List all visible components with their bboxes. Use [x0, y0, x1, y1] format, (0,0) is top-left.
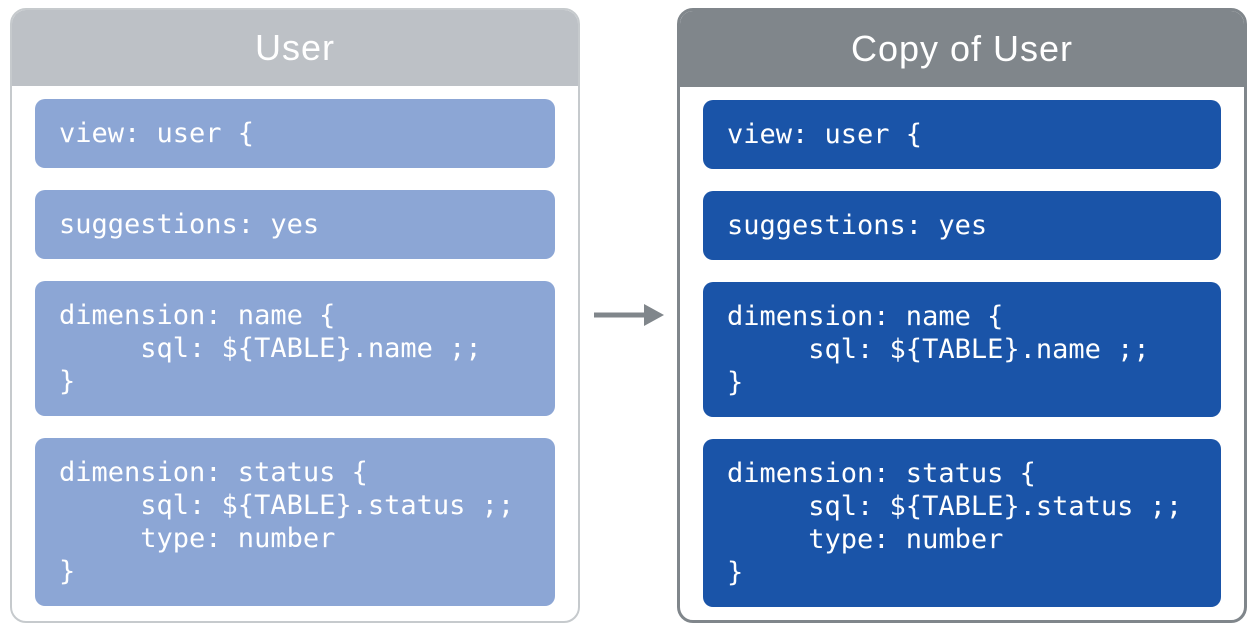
panel-copy-of-user-header: Copy of User [680, 11, 1244, 87]
panel-body: view: user { suggestions: yes dimension: n… [680, 87, 1244, 620]
code-block-dimension-name: dimension: name { sql: ${TABLE}.name ;; … [35, 281, 555, 416]
panel-user: User view: user { suggestions: yes dimensi… [10, 8, 580, 623]
code-block-view: view: user { [703, 100, 1221, 169]
panel-user-header: User [12, 10, 578, 86]
code-block-suggestions: suggestions: yes [35, 190, 555, 259]
copy-arrow [593, 302, 665, 328]
panel-copy-of-user: Copy of User view: user { suggestions: ye… [677, 8, 1247, 623]
code-block-suggestions: suggestions: yes [703, 191, 1221, 260]
code-block-dimension-status: dimension: status { sql: ${TABLE}.status… [35, 438, 555, 606]
panel-user-title: User [254, 27, 335, 68]
code-block-dimension-status: dimension: status { sql: ${TABLE}.status… [703, 439, 1221, 607]
code-block-view: view: user { [35, 99, 555, 168]
panel-copy-of-user-title: Copy of User [850, 28, 1074, 69]
code-block-dimension-name: dimension: name { sql: ${TABLE}.name ;; … [703, 282, 1221, 417]
panel-body: view: user { suggestions: yes dimension: n… [12, 86, 578, 621]
right-arrow-icon [594, 304, 664, 326]
